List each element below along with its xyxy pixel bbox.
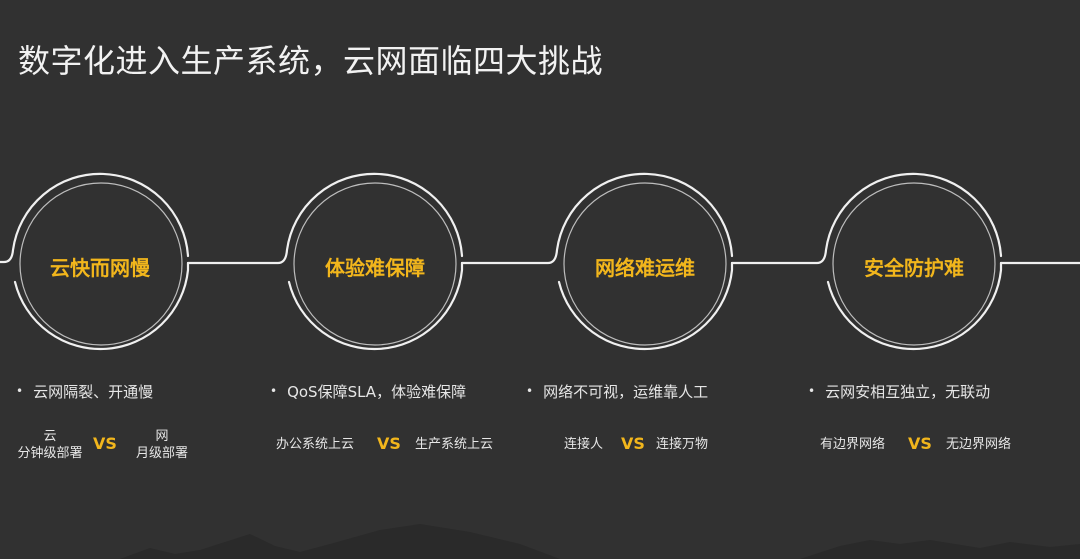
ring-1-lower-arc xyxy=(13,261,190,351)
ring-3-inner xyxy=(563,182,727,346)
bullet-dot-icon: • xyxy=(16,384,24,398)
challenge-label-experience: 体验难保障 xyxy=(325,256,425,280)
bullet-text: 云网隔裂、开通慢 xyxy=(33,383,154,401)
challenge-label-security: 安全防护难 xyxy=(864,256,964,280)
compare-right: 生产系统上云 xyxy=(415,437,494,452)
ring-2-lower-arc xyxy=(287,261,464,351)
challenge-4-bullet: • 云网安相互独立，无联动 xyxy=(808,381,990,402)
challenge-2-bullet: • QoS保障SLA，体验难保障 xyxy=(270,381,466,402)
compare-right: 连接万物 xyxy=(656,437,709,452)
vs-label: VS xyxy=(908,434,932,453)
compare-left: 有边界网络 xyxy=(820,437,886,452)
bullet-text: QoS保障SLA，体验难保障 xyxy=(287,383,467,401)
compare-left-line2: 分钟级部署 xyxy=(17,446,83,461)
vs-label: VS xyxy=(377,434,401,453)
ring-1-inner xyxy=(19,182,183,346)
ring-4-lower-arc xyxy=(826,261,1003,351)
compare-left: 云 分钟级部署 xyxy=(14,428,86,462)
bullet-text: 云网安相互独立，无联动 xyxy=(825,383,991,401)
ring-4-inner xyxy=(832,182,996,346)
compare-right: 无边界网络 xyxy=(946,437,1012,452)
compare-left: 办公系统上云 xyxy=(276,437,355,452)
mountain-silhouette xyxy=(0,524,1080,559)
bullet-dot-icon: • xyxy=(270,384,278,398)
compare-right: 网 月级部署 xyxy=(132,428,192,462)
compare-right-line2: 月级部署 xyxy=(135,446,188,461)
challenge-3-bullet: • 网络不可视，运维靠人工 xyxy=(526,381,708,402)
compare-left: 连接人 xyxy=(564,437,604,452)
challenge-label-operations: 网络难运维 xyxy=(595,256,695,280)
compare-right-line1: 网 xyxy=(155,429,169,444)
bullet-dot-icon: • xyxy=(808,384,816,398)
ring-3-lower-arc xyxy=(557,261,734,351)
challenge-label-cloud-fast-network-slow: 云快而网慢 xyxy=(50,256,150,280)
ring-3-upper-arc xyxy=(460,172,734,265)
bullet-dot-icon: • xyxy=(526,384,534,398)
slide-title: 数字化进入生产系统，云网面临四大挑战 xyxy=(18,42,604,80)
compare-left-line1: 云 xyxy=(43,429,57,444)
vs-label: VS xyxy=(621,434,645,453)
ring-2-upper-arc xyxy=(186,172,464,265)
challenge-1-bullet: • 云网隔裂、开通慢 xyxy=(16,381,153,402)
ring-2-inner xyxy=(293,182,457,346)
vs-label: VS xyxy=(93,434,117,453)
ring-1-upper-arc xyxy=(0,172,190,264)
ring-4-upper-arc xyxy=(730,172,1003,265)
bullet-text: 网络不可视，运维靠人工 xyxy=(543,383,709,401)
